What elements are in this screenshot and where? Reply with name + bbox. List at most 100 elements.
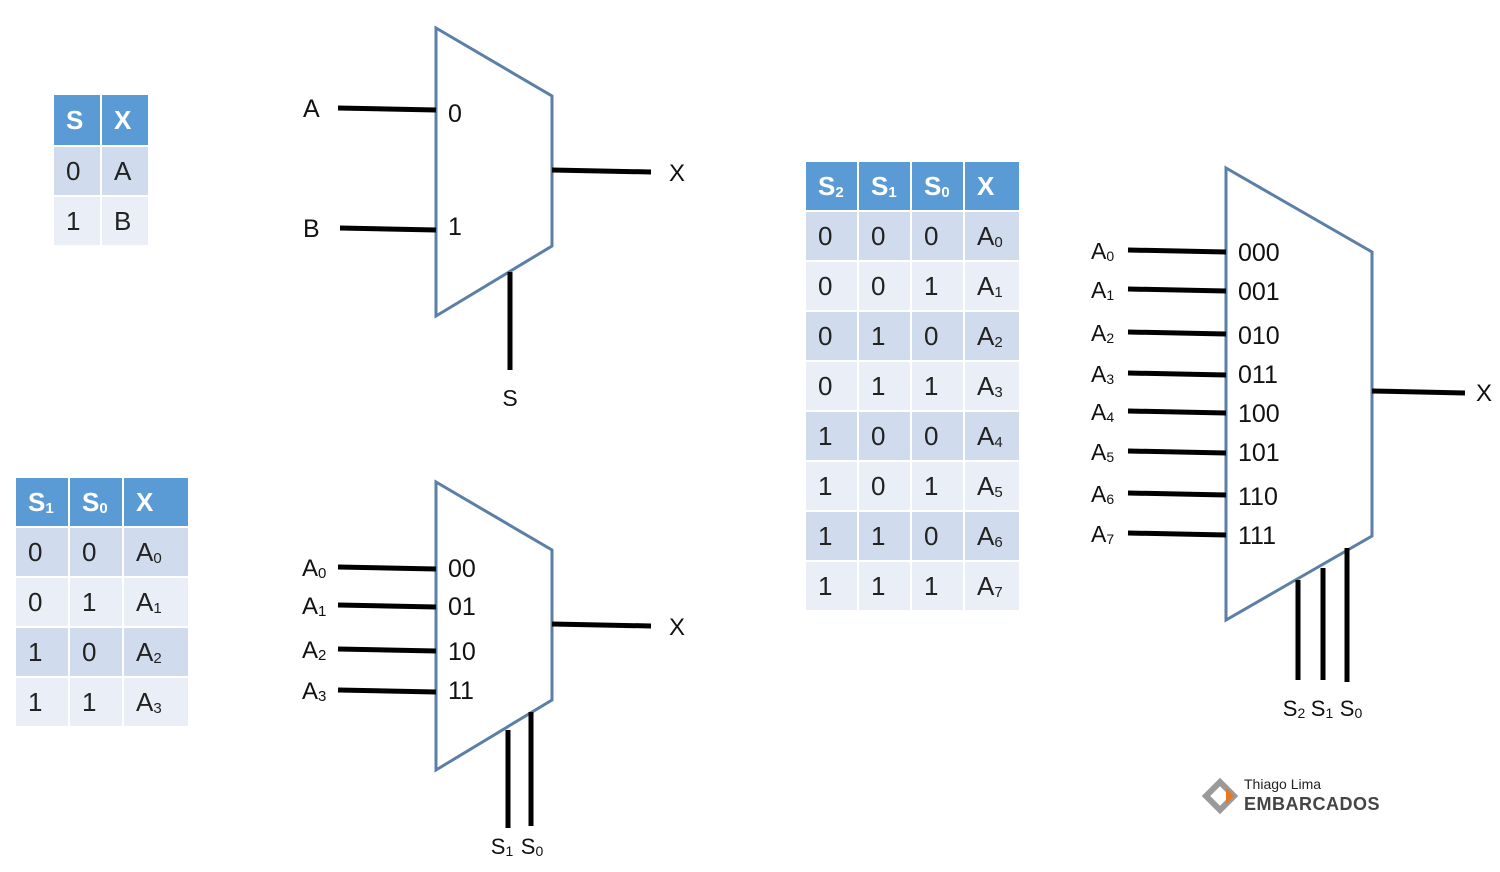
table-cell: 0 [70,528,122,576]
table-cell: A [102,147,148,195]
mux8-input-wire [1127,530,1227,538]
mux4-input-wire [337,646,437,654]
mux2-port-label: 0 [448,100,462,128]
mux4-port-label: 10 [448,638,476,666]
table-cell: A1 [124,578,188,626]
mux8-input-wire [1127,370,1227,378]
table-header-cell: S0 [70,478,122,526]
mux2-body [434,25,554,319]
table-cell: 0 [806,262,857,310]
table-cell: 1 [912,362,963,410]
table-cell: 1 [806,512,857,560]
mux8-port-label: 101 [1238,439,1280,467]
mux4-input-wire [337,564,437,572]
mux8-input-wire [1127,329,1227,337]
table-header-cell: S [54,95,100,145]
table-header-cell: X [124,478,188,526]
mux4-input-wire [337,602,437,610]
mux8-input-label: A2 [1091,320,1114,346]
mux8-input-label: A1 [1091,277,1114,303]
table-cell: A0 [965,212,1019,260]
logo-brand: EMBARCADOS [1244,794,1381,814]
table-cell: 0 [70,628,122,676]
mux8-port-label: 001 [1238,278,1280,306]
table-header-cell: S1 [859,162,910,210]
table-cell: 0 [16,528,68,576]
table-cell: 1 [70,678,122,726]
mux8-output-wire [1371,388,1466,396]
table-cell: A3 [965,362,1019,410]
table-cell: 0 [859,212,910,260]
mux2-port-label: 1 [448,213,462,241]
table-cell: 1 [859,362,910,410]
table-header-cell: S2 [806,162,857,210]
table-cell: 1 [16,628,68,676]
table-cell: B [102,197,148,245]
table-cell: 0 [859,262,910,310]
mux8-select-label: S1 [1311,696,1334,721]
table-cell: 1 [912,562,963,610]
table-cell: 0 [912,312,963,360]
table-cell: 1 [859,512,910,560]
mux8-select-label: S2 [1283,696,1306,721]
table-cell: 0 [859,412,910,460]
table-cell: 1 [54,197,100,245]
mux8-port-label: 000 [1238,239,1280,267]
mux2-input-label: B [303,215,320,243]
table-cell: 0 [16,578,68,626]
mux8-input-wire [1127,408,1227,416]
table-cell: 0 [54,147,100,195]
mux8-input-label: A6 [1091,481,1114,507]
table-cell: 0 [806,312,857,360]
table-cell: A7 [965,562,1019,610]
mux4-body [434,479,554,773]
table-cell: 0 [806,362,857,410]
table-header-cell: X [965,162,1019,210]
mux4-port-label: 01 [448,593,476,621]
mux8-port-label: 010 [1238,322,1280,350]
table-cell: 0 [912,512,963,560]
table-cell: A6 [965,512,1019,560]
table-cell: 0 [859,462,910,510]
table-header-cell: S0 [912,162,963,210]
mux4-input-wire [337,687,437,695]
mux4-output-wire [551,621,652,629]
table-cell: 1 [70,578,122,626]
table-cell: 1 [859,562,910,610]
mux8-body [1224,165,1374,623]
mux8-input-wire [1127,247,1227,255]
embarcados-logo-icon [1201,777,1239,815]
table-cell: 1 [912,262,963,310]
mux8-output-label: X [1476,380,1492,407]
mux2-input-label: A [303,95,320,123]
mux4-port-label: 00 [448,555,476,583]
mux8-port-label: 011 [1238,361,1278,389]
mux4-input-label: A0 [302,555,326,582]
table-cell: 0 [912,412,963,460]
mux2-output-label: X [669,160,685,187]
mux4-select-label: S1 [491,834,514,859]
mux4-input-label: A1 [302,593,326,620]
table-cell: 1 [912,462,963,510]
table-cell: 1 [806,562,857,610]
mux8-port-label: 111 [1238,522,1276,550]
logo-author: Thiago Lima [1244,776,1322,792]
mux4-select-label: S0 [521,834,544,859]
mux4-port-label: 11 [448,677,474,705]
table-cell: A2 [124,628,188,676]
table-cell: A1 [965,262,1019,310]
